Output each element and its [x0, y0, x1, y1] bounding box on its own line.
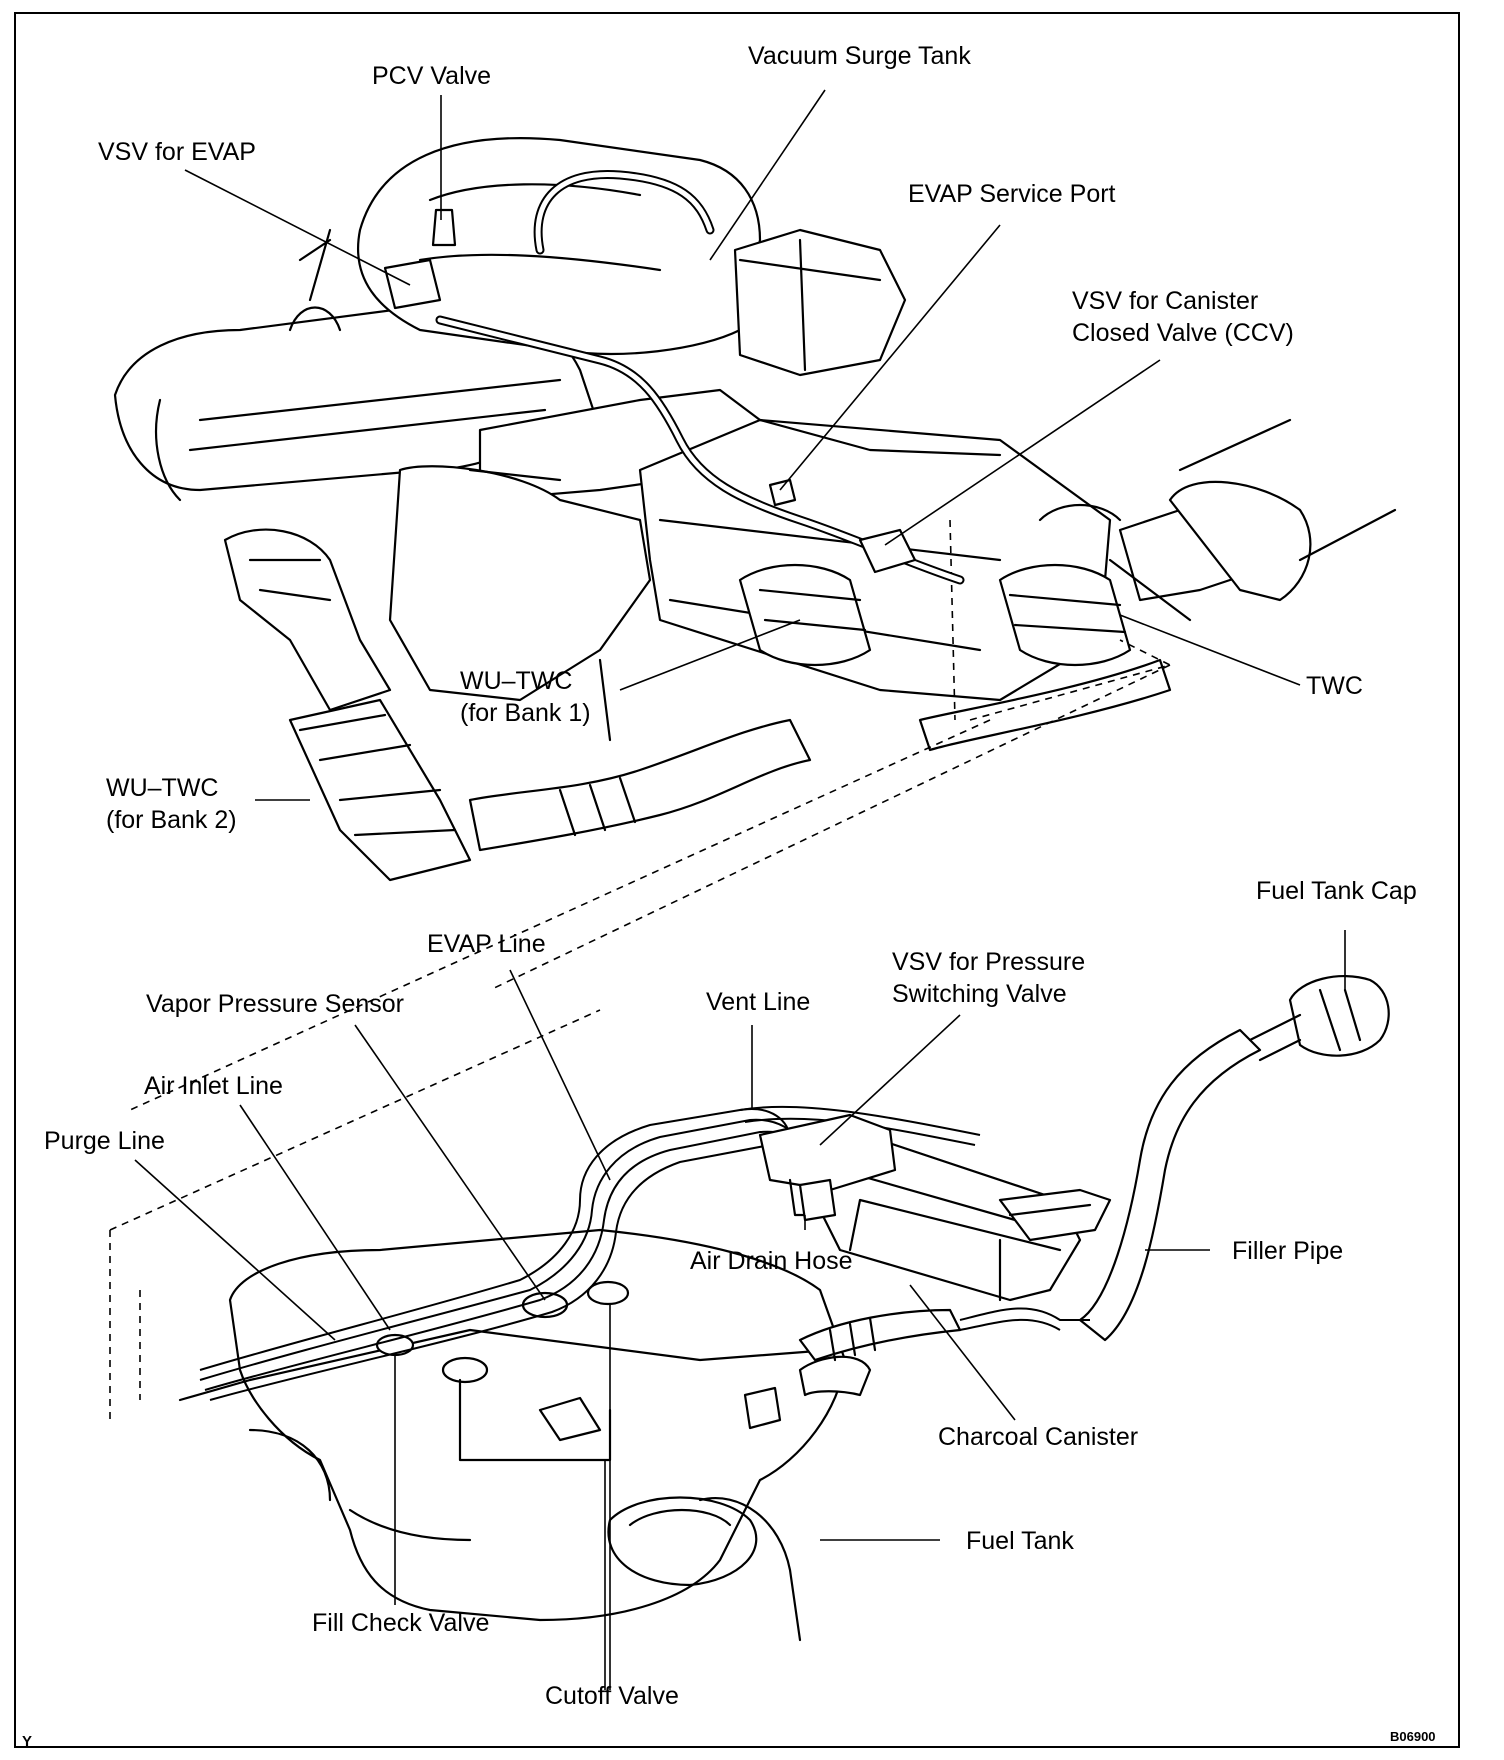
label-vent-line: Vent Line	[706, 988, 811, 1016]
label-air-drain-hose: Air Drain Hose	[690, 1247, 853, 1275]
label-wu-twc-bank1: WU–TWC (for Bank 1)	[460, 667, 591, 727]
label-evap-service-port: EVAP Service Port	[908, 180, 1116, 208]
label-cutoff-valve: Cutoff Valve	[545, 1682, 679, 1710]
corner-mark: Y	[22, 1733, 33, 1750]
label-purge-line: Purge Line	[44, 1127, 165, 1155]
label-air-inlet-line: Air Inlet Line	[144, 1072, 283, 1100]
label-vacuum-surge-tank: Vacuum Surge Tank	[748, 42, 971, 70]
label-filler-pipe: Filler Pipe	[1232, 1237, 1344, 1265]
label-vapor-pressure-sensor: Vapor Pressure Sensor	[146, 990, 404, 1018]
fuel-system	[109, 975, 1390, 1642]
label-fill-check-valve: Fill Check Valve	[312, 1609, 490, 1637]
label-charcoal-canister: Charcoal Canister	[938, 1423, 1139, 1451]
label-pcv-valve: PCV Valve	[372, 62, 492, 90]
label-twc: TWC	[1306, 672, 1363, 700]
leader-lines	[134, 89, 1346, 1690]
label-fuel-tank: Fuel Tank	[966, 1527, 1074, 1555]
label-evap-line: EVAP Line	[427, 930, 546, 958]
engine-assembly	[113, 137, 1397, 1111]
label-vsv-pressure: VSV for Pressure Switching Valve	[892, 948, 1086, 1008]
figure-code: B06900	[1390, 1729, 1436, 1744]
label-fuel-tank-cap: Fuel Tank Cap	[1256, 877, 1417, 905]
label-vsv-ccv: VSV for Canister Closed Valve (CCV)	[1072, 287, 1294, 347]
label-wu-twc-bank2: WU–TWC (for Bank 2)	[106, 774, 237, 834]
label-vsv-for-evap: VSV for EVAP	[98, 138, 256, 166]
